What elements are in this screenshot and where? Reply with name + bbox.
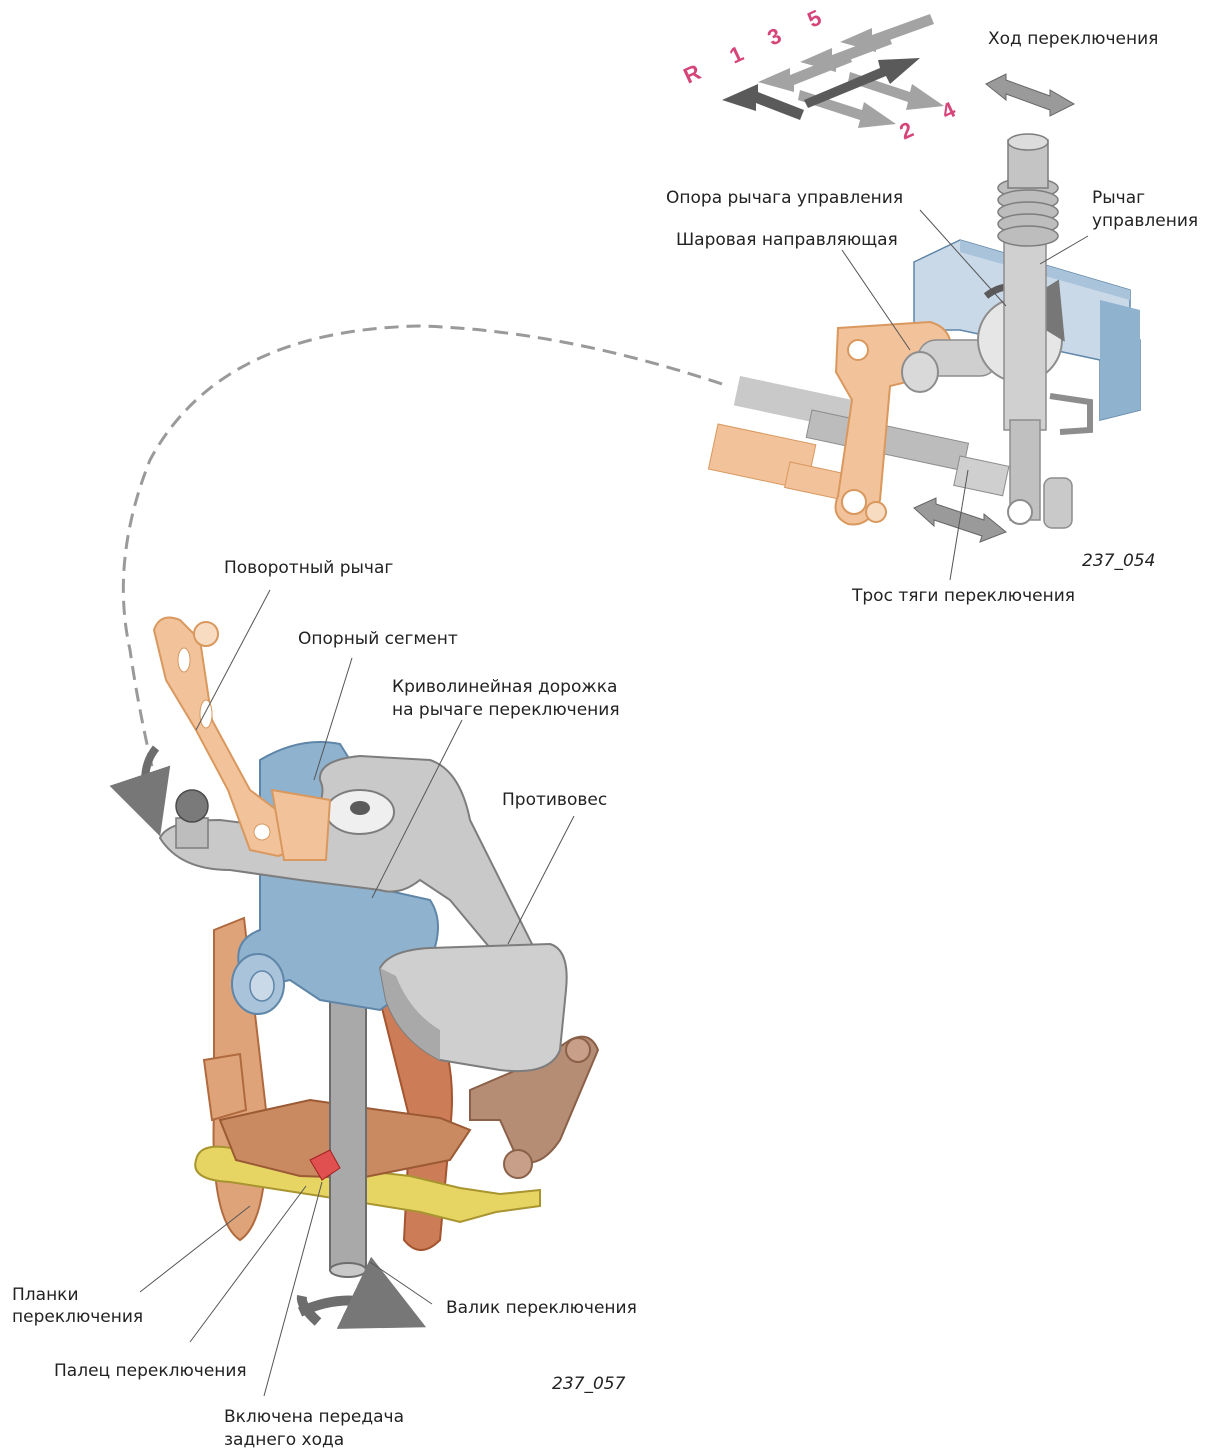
figure-code-bottom: 237_057 [552,1374,626,1394]
label-reverse-2: заднего хода [224,1430,345,1450]
gear-label-r: R [680,59,705,88]
ball-guide [901,351,939,393]
gear-label-3: 3 [764,23,786,51]
neutral-gate-arrow [804,58,920,108]
label-lever-support: Опора рычага управления [666,188,904,208]
shift-gate-arrow-2 [798,90,896,128]
label-shift-rails-2: переключения [12,1307,144,1327]
gear-label-5: 5 [804,5,826,33]
label-control-lever-2: управления [1092,211,1199,231]
gear-pattern-arrows [722,14,944,128]
label-shift-shaft: Валик переключения [446,1298,637,1318]
swivel-rotation-arrow [109,745,171,837]
gear-label-4: 4 [938,96,960,124]
label-shift-finger: Палец переключения [54,1361,247,1381]
label-curved-track-2: на рычаге переключения [392,700,620,720]
gear-label-2: 2 [896,117,918,145]
shift-travel-arrow [985,73,1076,117]
gear-selector-assembly [109,616,600,1329]
shaft-rotation-arrow [297,1256,427,1329]
shift-cable [707,376,1010,501]
label-swivel-lever: Поворотный рычаг [224,558,394,578]
label-curved-track-1: Криволинейная дорожка [392,677,618,697]
leader-lines-bottom [139,589,575,1397]
label-counterweight: Противовес [502,790,608,810]
control-lever-assembly [707,133,1141,543]
label-control-lever-1: Рычаг [1092,188,1146,208]
label-support-segment: Опорный сегмент [298,629,458,649]
label-shift-travel: Ход переключения [988,29,1159,49]
label-shift-rails-1: Планки [12,1285,79,1305]
shift-shaft-body [329,989,367,1271]
label-shift-cable: Трос тяги переключения [852,586,1076,606]
link-dashed-connector [121,324,723,801]
label-ball-guide: Шаровая направляющая [676,230,898,250]
figure-code-top: 237_054 [1082,551,1156,571]
shift-gate-arrow-r [722,84,804,120]
swivel-pin-ball [175,789,209,823]
label-reverse-1: Включена передача [224,1407,405,1427]
control-lever-shaft [1003,229,1047,431]
shift-gate-arrow-5 [840,14,934,52]
leader-lines-top [841,209,1089,581]
gear-label-1: 1 [726,41,748,69]
